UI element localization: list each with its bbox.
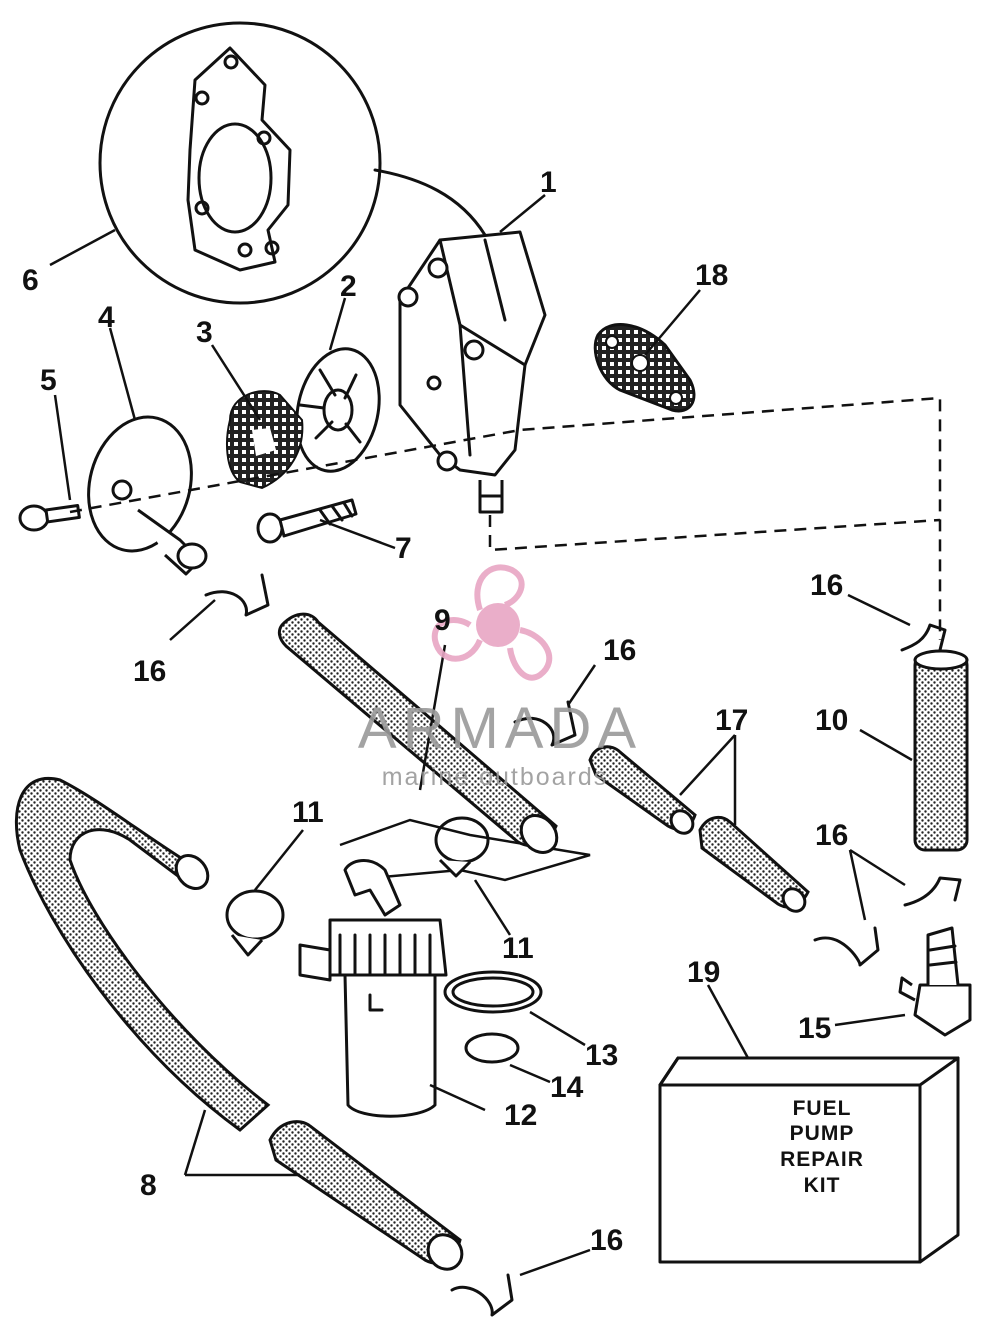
callout-11-left: 11	[292, 796, 324, 829]
watermark-brand: ARMADA	[358, 696, 642, 761]
callout-13: 13	[585, 1039, 618, 1072]
mounting-screw-7	[256, 498, 358, 544]
gasket-detail-circle	[98, 21, 487, 305]
callout-numbers: 1 2 3 4 5 6 7 8 9 10 11 11 12 13 14 15 1…	[22, 166, 848, 1257]
callout-3: 3	[196, 316, 213, 349]
callout-8: 8	[140, 1169, 157, 1202]
hose-9	[277, 612, 559, 854]
callout-16-b: 16	[603, 634, 636, 667]
cover-screw-5	[18, 504, 81, 532]
o-ring-13	[443, 970, 543, 1014]
clip-16-a	[204, 573, 270, 617]
callout-7: 7	[395, 532, 412, 565]
clamp-11-left	[225, 889, 285, 957]
repair-kit-box-19: FUEL PUMP REPAIR KIT	[658, 1056, 960, 1264]
gasket-18	[593, 323, 696, 413]
callout-18: 18	[695, 259, 728, 292]
callout-16-d: 16	[815, 819, 848, 852]
clamp-11-right	[434, 816, 490, 878]
o-ring-14	[464, 1032, 520, 1064]
callout-11-right: 11	[502, 932, 534, 965]
filter-bowl-12	[298, 859, 448, 1118]
leader-lines	[49, 194, 913, 1277]
hose-17-lower	[698, 816, 810, 913]
callout-9: 9	[434, 604, 451, 637]
filter-element-10	[913, 649, 969, 852]
callout-10: 10	[815, 704, 848, 737]
callout-1: 1	[540, 166, 557, 199]
callout-12: 12	[504, 1099, 537, 1132]
callout-5: 5	[40, 364, 57, 397]
pump-cover-4	[87, 415, 208, 576]
hose-17-upper	[588, 745, 697, 835]
callout-17: 17	[715, 704, 748, 737]
clip-16-b	[513, 700, 577, 747]
callout-16-e: 16	[590, 1224, 623, 1257]
propeller-logo	[431, 564, 553, 681]
clip-16-c	[900, 623, 947, 652]
callout-2: 2	[340, 270, 357, 303]
callout-19: 19	[687, 956, 720, 989]
kit-label-line-2: PUMP	[790, 1122, 855, 1145]
watermark-tagline: marine outboards	[382, 763, 609, 791]
kit-label-line-4: KIT	[804, 1174, 841, 1197]
callout-14: 14	[550, 1071, 584, 1104]
diaphragm-plate-2	[295, 347, 381, 473]
fitting-15	[898, 926, 972, 1037]
kit-label-line-3: REPAIR	[780, 1148, 864, 1171]
callout-15: 15	[798, 1012, 831, 1045]
hose-8	[14, 777, 464, 1271]
kit-label-line-1: FUEL	[793, 1097, 852, 1120]
callout-6: 6	[22, 264, 39, 297]
fuel-pump-body	[397, 230, 547, 514]
armada-watermark: ARMADA marine outboards	[358, 564, 642, 791]
callout-4: 4	[98, 301, 115, 334]
callout-16-c: 16	[810, 569, 843, 602]
callout-16-a: 16	[133, 655, 166, 688]
clip-16-e	[450, 1273, 514, 1317]
filter-screen-3	[226, 390, 304, 490]
clip-16-d	[813, 876, 962, 967]
